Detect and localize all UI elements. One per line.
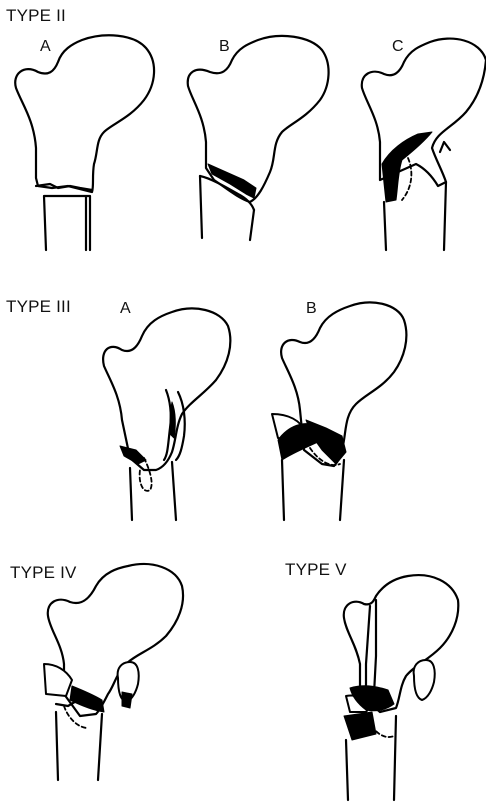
type-v-femur-drawing bbox=[344, 575, 459, 800]
type-ii-b-femur-drawing bbox=[188, 36, 329, 240]
type-ii-c-femur-drawing bbox=[362, 39, 486, 250]
type-iv-femur-drawing bbox=[44, 564, 183, 780]
type-ii-a-femur-drawing bbox=[15, 35, 154, 250]
type-iii-a-femur-drawing bbox=[103, 308, 230, 520]
type-iii-b-femur-drawing bbox=[272, 302, 406, 520]
